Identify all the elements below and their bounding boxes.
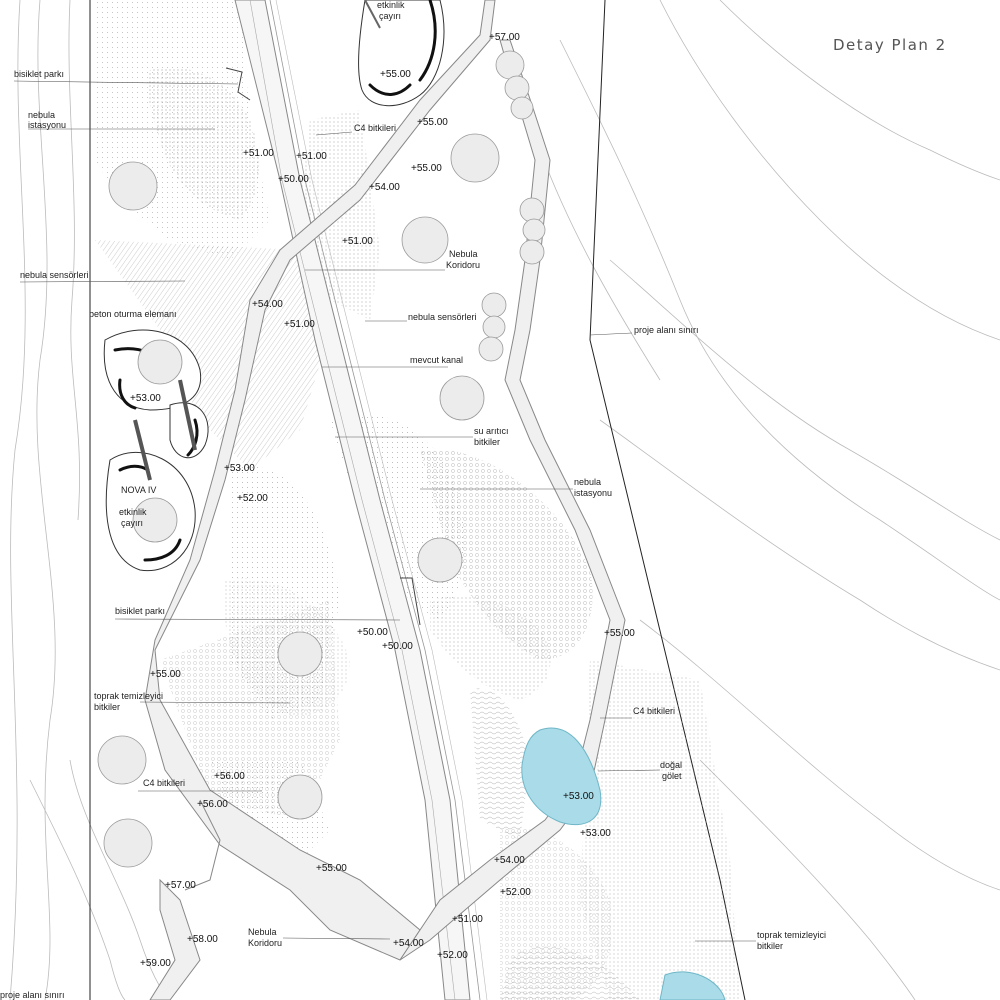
elevation: +54.00 <box>494 855 525 866</box>
nebula-corridor-path <box>144 0 626 1000</box>
elevation: +56.00 <box>197 799 228 810</box>
elevation: +55.00 <box>417 117 448 128</box>
label-nebula-sensorleri-2: nebula sensörleri <box>408 312 477 322</box>
natural-pond <box>521 727 726 1000</box>
label-nebula-sensorleri-1: nebula sensörleri <box>20 270 89 280</box>
label-c4-bitkileri-3: C4 bitkileri <box>143 778 185 788</box>
label-nova-iv: NOVA IV <box>121 485 156 495</box>
elevation: +56.00 <box>214 771 245 782</box>
elevation: +51.00 <box>296 151 327 162</box>
elevation: +59.00 <box>140 958 171 969</box>
elevation: +52.00 <box>237 493 268 504</box>
label-mevcut-kanal: mevcut kanal <box>410 355 463 365</box>
elevation: +50.00 <box>382 641 413 652</box>
contour-lines <box>9 0 1000 1000</box>
plan-title: Detay Plan 2 <box>833 36 947 54</box>
elevation: +58.00 <box>187 934 218 945</box>
elevation: +53.00 <box>580 828 611 839</box>
label-proje-alani-1: proje alanı sınırı <box>634 325 699 335</box>
elevation: +57.00 <box>165 880 196 891</box>
elevation: +55.00 <box>380 69 411 80</box>
elevation-markers: +57.00 +55.00 +55.00 +55.00 +51.00 +51.0… <box>130 32 635 969</box>
elevation: +53.00 <box>130 393 161 404</box>
elevation: +50.00 <box>357 627 388 638</box>
elevation: +55.00 <box>604 628 635 639</box>
elevation: +51.00 <box>284 319 315 330</box>
elevation: +55.00 <box>411 163 442 174</box>
elevation: +54.00 <box>393 938 424 949</box>
trees <box>97 50 546 868</box>
elevation: +54.00 <box>369 182 400 193</box>
label-bisiklet-parki-2: bisiklet parkı <box>115 606 165 616</box>
label-beton-oturma: beton oturma elemanı <box>89 309 177 319</box>
elevation: +51.00 <box>342 236 373 247</box>
elevation: +57.00 <box>489 32 520 43</box>
elevation: +51.00 <box>243 148 274 159</box>
elevation: +55.00 <box>150 669 181 680</box>
elevation: +54.00 <box>252 299 283 310</box>
bike-park-marks <box>225 0 421 626</box>
label-c4-bitkileri-1: C4 bitkileri <box>354 123 396 133</box>
elevation: +53.00 <box>563 791 594 802</box>
elevation: +52.00 <box>437 950 468 961</box>
label-proje-alani-2: proje alanı sınırı <box>0 990 65 1000</box>
leader-lines <box>13 80 756 942</box>
elevation: +51.00 <box>452 914 483 925</box>
elevation: +52.00 <box>500 887 531 898</box>
elevation: +50.00 <box>278 174 309 185</box>
elevation: +55.00 <box>316 863 347 874</box>
label-c4-bitkileri-2: C4 bitkileri <box>633 706 675 716</box>
label-bisiklet-parki-1: bisiklet parkı <box>14 69 64 79</box>
elevation: +53.00 <box>224 463 255 474</box>
